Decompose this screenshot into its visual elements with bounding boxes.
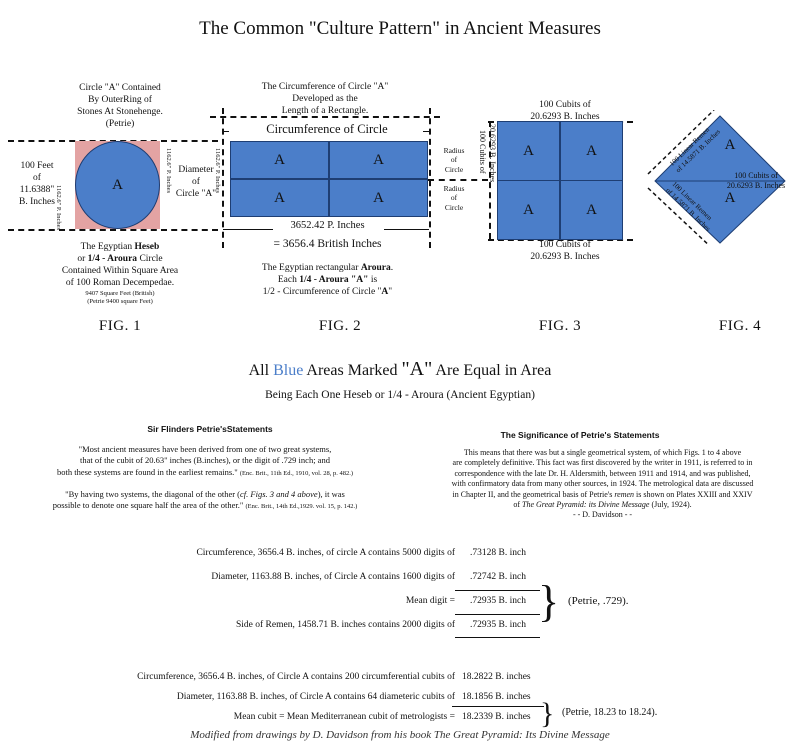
cubits-row-1-value: 18.2822 B. inches (462, 672, 531, 682)
fig3-box-a-1: A (497, 121, 560, 181)
page-title: The Common "Culture Pattern" in Ancient … (199, 18, 601, 39)
digits-row-2-value: .72742 B. inch (470, 572, 526, 582)
fig2-circ-label: Circumference of Circle (266, 122, 388, 136)
blue-word: Blue (273, 362, 304, 379)
fig4-center-label: 100 Cubits of 20.6293 B. Inches (726, 171, 786, 190)
cubits-note: (Petrie, 18.23 to 18.24). (562, 707, 658, 718)
digits-brace: } (538, 577, 560, 626)
fig1-left-label: 100 Feet of 11.6388" B. Inches (19, 161, 55, 207)
digits-row-4-value: .72935 B. inch (470, 620, 526, 630)
fig2-bottom-2: = 3656.4 British Inches (273, 238, 382, 250)
fig3-box-a-2: A (560, 121, 623, 181)
digits-row-4-label: Side of Remen, 1458.71 B. inches contain… (235, 620, 455, 630)
fig4-letter-a-2: A (724, 189, 736, 206)
cubits-row-2-value: 18.1856 B. inches (462, 692, 531, 702)
fig3-box-a-3: A (497, 180, 560, 240)
fig2-left-dashed-line (222, 108, 224, 248)
digits-note: (Petrie, .729). (568, 595, 629, 607)
significance-header: The Significance of Petrie's Statements (500, 430, 660, 440)
equal-area-heading: All Blue Areas Marked "A" Are Equal in A… (248, 358, 552, 380)
fig3-top-label: 100 Cubits of 20.6293 B. Inches (530, 100, 600, 122)
fig3-side-label: 20.6293 B. Inches (488, 124, 497, 183)
fig3-side-label-2: 100 Cubits of (478, 130, 487, 174)
fig3-bottom-dashed-line (488, 239, 633, 241)
fig1-circle-a: A (75, 141, 160, 229)
digits-row-1-value: .73128 B. inch (470, 548, 526, 558)
fig4-letter-a-1: A (724, 136, 736, 153)
footer-credit: Modified from drawings by D. Davidson fr… (190, 729, 610, 741)
fig2-label: FIG. 2 (318, 318, 362, 334)
fig2-box-a-2: A (329, 141, 428, 179)
fig4-label: FIG. 4 (718, 318, 762, 334)
digits-row-3-value: .72935 B. inch (470, 596, 526, 606)
fig1-label: FIG. 1 (98, 318, 142, 334)
fig1-bottom-dashed-line (8, 229, 218, 231)
fig2-radius-label-top: Radius of Circle (443, 146, 465, 174)
cubits-row-3-label: Mean cubit = Mean Mediterranean cubit of… (233, 712, 455, 722)
fig2-bottom-1: 3652.42 P. Inches (290, 220, 365, 231)
cubits-brace: } (540, 697, 555, 730)
fig2-box-a-1: A (230, 141, 329, 179)
cubits-row-1-label: Circumference, 3656.4 B. inches, of Circ… (137, 672, 455, 682)
petrie-quote-1: "Most ancient measures have been derived… (56, 444, 353, 477)
cubits-row-3-value: 18.2339 B. inches (462, 712, 531, 722)
fig2-radius-label-bottom: Radius of Circle (443, 184, 465, 212)
fig2-right-dashed-line (429, 108, 431, 248)
fig1-inner-right: 1162.6" P. Inches (165, 148, 172, 194)
fig4-diamond (647, 110, 786, 245)
digits-row-1-label: Circumference, 3656.4 B. inches, of circ… (196, 548, 455, 558)
fig2-caption-bottom: The Egyptian rectangular Aroura. Each 1/… (261, 263, 394, 297)
fig2-left-label: 1162.6" P. Inches (214, 148, 221, 194)
subheading: Being Each One Heseb or 1/4 - Aroura (An… (265, 389, 535, 401)
fig3-label: FIG. 3 (538, 318, 582, 334)
fig2-caption-top: The Circumference of Circle "A" Develope… (261, 82, 389, 116)
fig2-top-dashed-line (210, 116, 440, 118)
fig3-box-a-4: A (560, 180, 623, 240)
petrie-header: Sir Flinders Petrie'sStatements (147, 424, 273, 434)
petrie-quote-2: "By having two systems, the diagonal of … (52, 489, 358, 511)
fig1-right-label: Diameter of Circle "A" (175, 165, 217, 199)
fig2-box-a-3: A (230, 179, 329, 217)
fig3-bottom-label: 100 Cubits of 20.6293 B. Inches (530, 240, 600, 262)
fig1-caption-top: Circle "A" Contained By OuterRing of Sto… (77, 83, 163, 129)
fig1-caption-bottom: The Egyptian Heseb or 1/4 - Aroura Circl… (61, 242, 179, 305)
digits-row-3-label: Mean digit = (405, 596, 455, 606)
significance-text: This means that there was but a single g… (451, 448, 754, 520)
fig2-box-a-4: A (329, 179, 428, 217)
cubits-row-2-label: Diameter, 1163.88 B. inches, of Circle A… (176, 692, 455, 702)
digits-row-2-label: Diameter, 1163.88 B. inches, of Circle A… (211, 572, 455, 582)
